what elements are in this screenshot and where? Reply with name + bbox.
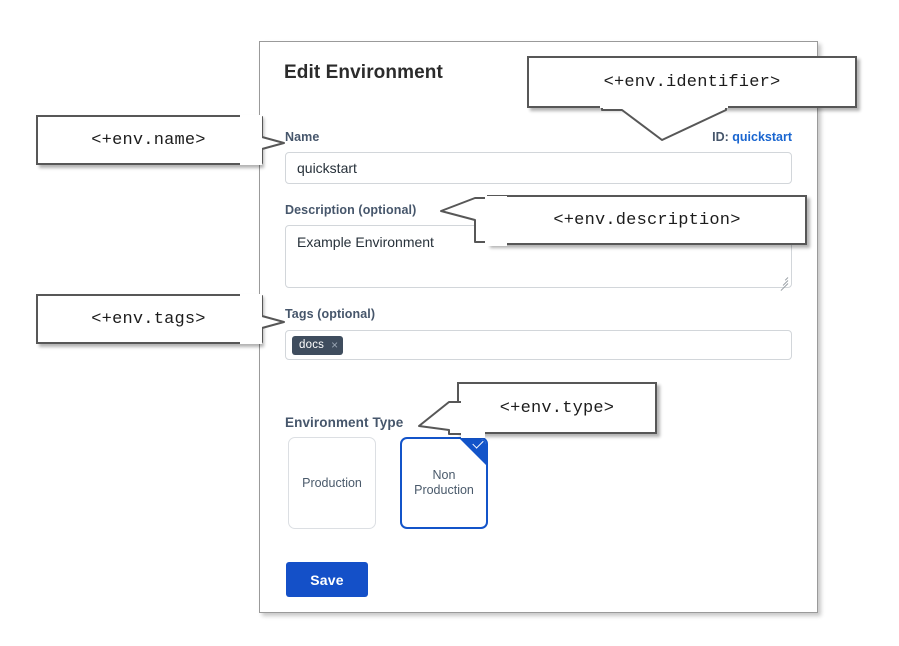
callout-env-type-tail [415,400,485,454]
page-title: Edit Environment [284,62,443,83]
environment-type-label: Environment Type [285,415,404,430]
callout-env-identifier-tail [600,100,730,150]
tag-chip-label: docs [299,339,325,351]
tag-chip: docs × [292,335,344,355]
name-label: Name [285,130,320,144]
identifier-label: ID: [712,130,729,144]
callout-env-name: <+env.name> [36,115,261,165]
tag-remove-icon[interactable]: × [331,338,339,352]
name-input[interactable] [285,152,792,184]
env-type-option-non-production[interactable]: Non Production [400,437,488,529]
callout-env-tags-tail [240,294,300,350]
callout-env-tags: <+env.tags> [36,294,261,344]
identifier-value-link[interactable]: quickstart [732,130,792,144]
env-type-option-production-label: Production [302,475,362,490]
env-type-option-non-production-label: Non Production [414,468,474,497]
tags-input[interactable]: docs × [285,330,792,360]
selected-corner [460,439,486,465]
tags-label: Tags (optional) [285,307,376,321]
callout-env-description-tail [437,196,507,250]
callout-env-name-tail [240,115,300,171]
env-type-option-production[interactable]: Production [288,437,376,529]
description-label: Description (optional) [285,203,417,217]
environment-identifier: ID: quickstart [712,130,792,144]
save-button[interactable]: Save [286,562,368,597]
callout-env-type: <+env.type> [457,382,657,434]
callout-env-description: <+env.description> [487,195,807,245]
